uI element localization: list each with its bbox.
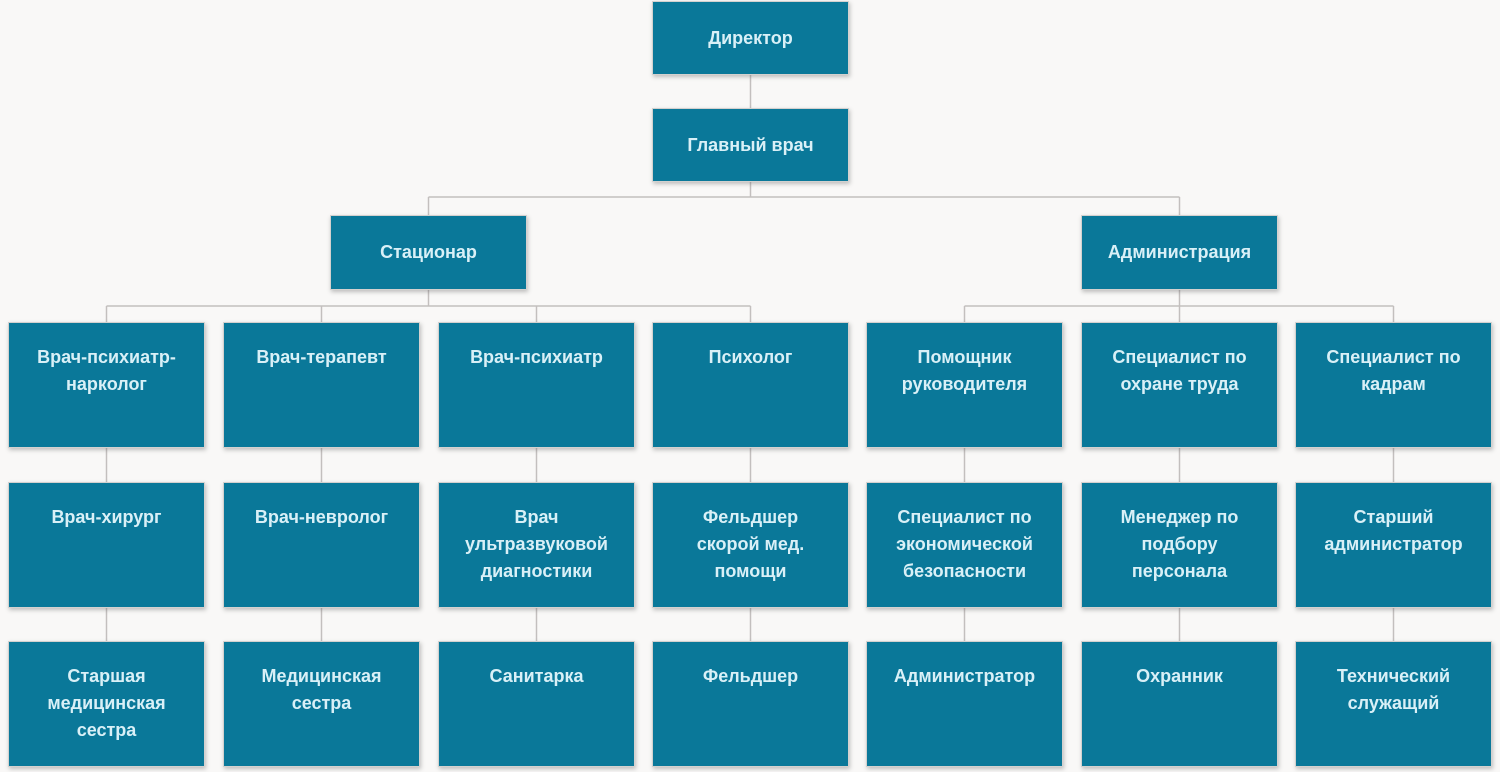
org-node-label: Психолог	[708, 347, 793, 367]
org-node-label: Врач-терапевт	[256, 347, 387, 367]
org-node-paramedic: Фельдшер	[652, 641, 849, 767]
org-node-head-nurse: Старшая медицинская сестра	[8, 641, 205, 767]
org-node-chief-physician: Главный врач	[652, 108, 849, 182]
org-node-ultrasound-diagnostician: Врач ультразвуковой диагностики	[438, 482, 635, 608]
org-node-economic-security-specialist: Специалист по экономической безопасности	[866, 482, 1063, 608]
org-node-label: Врач-психиатр-нарколог	[37, 347, 176, 394]
org-node-psychiatrist-narcologist: Врач-психиатр-нарколог	[8, 322, 205, 448]
org-node-label: Директор	[708, 27, 793, 48]
org-node-senior-administrator: Старший администратор	[1295, 482, 1492, 608]
org-node-label: Специалист по кадрам	[1326, 347, 1461, 394]
org-node-director: Директор	[652, 1, 849, 75]
org-node-executive-assistant: Помощник руководителя	[866, 322, 1063, 448]
org-node-label: Специалист по экономической безопасности	[896, 507, 1033, 581]
org-node-nurse: Медицинская сестра	[223, 641, 420, 767]
org-node-label: Врач-психиатр	[470, 347, 603, 367]
org-node-security-guard: Охранник	[1081, 641, 1278, 767]
org-node-orderly: Санитарка	[438, 641, 635, 767]
org-node-label: Администратор	[893, 666, 1036, 686]
org-node-hr-specialist: Специалист по кадрам	[1295, 322, 1492, 448]
org-node-label: Охранник	[1136, 666, 1223, 686]
org-node-neurologist: Врач-невролог	[223, 482, 420, 608]
org-node-inpatient-department: Стационар	[330, 215, 527, 290]
org-node-label: Специалист по охране труда	[1112, 347, 1247, 394]
org-node-label: Технический служащий	[1336, 666, 1451, 713]
org-node-label: Врач ультразвуковой диагностики	[465, 507, 608, 581]
org-node-surgeon: Врач-хирург	[8, 482, 205, 608]
org-node-label: Старший администратор	[1324, 507, 1463, 554]
org-node-recruitment-manager: Менеджер по подбору персонала	[1081, 482, 1278, 608]
org-node-label: Помощник руководителя	[901, 347, 1028, 394]
org-node-administration: Администрация	[1081, 215, 1278, 290]
org-node-label: Администрация	[1107, 242, 1252, 262]
org-node-therapist: Врач-терапевт	[223, 322, 420, 448]
org-node-label: Менеджер по подбору персонала	[1120, 507, 1239, 581]
org-node-administrator: Администратор	[866, 641, 1063, 767]
org-node-label: Фельдшер скорой мед. помощи	[696, 507, 805, 581]
org-node-label: Медицинская сестра	[261, 666, 382, 713]
org-node-label: Главный врач	[687, 134, 814, 155]
org-node-psychologist: Психолог	[652, 322, 849, 448]
org-node-label: Стационар	[380, 242, 477, 262]
org-node-label: Старшая медицинская сестра	[47, 666, 166, 740]
org-node-ambulance-paramedic: Фельдшер скорой мед. помощи	[652, 482, 849, 608]
org-node-maintenance-worker: Технический служащий	[1295, 641, 1492, 767]
org-node-label: Врач-невролог	[254, 507, 389, 527]
org-node-label: Врач-хирург	[51, 507, 162, 527]
org-node-label: Фельдшер	[702, 666, 799, 686]
org-node-psychiatrist: Врач-психиатр	[438, 322, 635, 448]
org-node-labor-safety-specialist: Специалист по охране труда	[1081, 322, 1278, 448]
org-node-label: Санитарка	[489, 666, 584, 686]
